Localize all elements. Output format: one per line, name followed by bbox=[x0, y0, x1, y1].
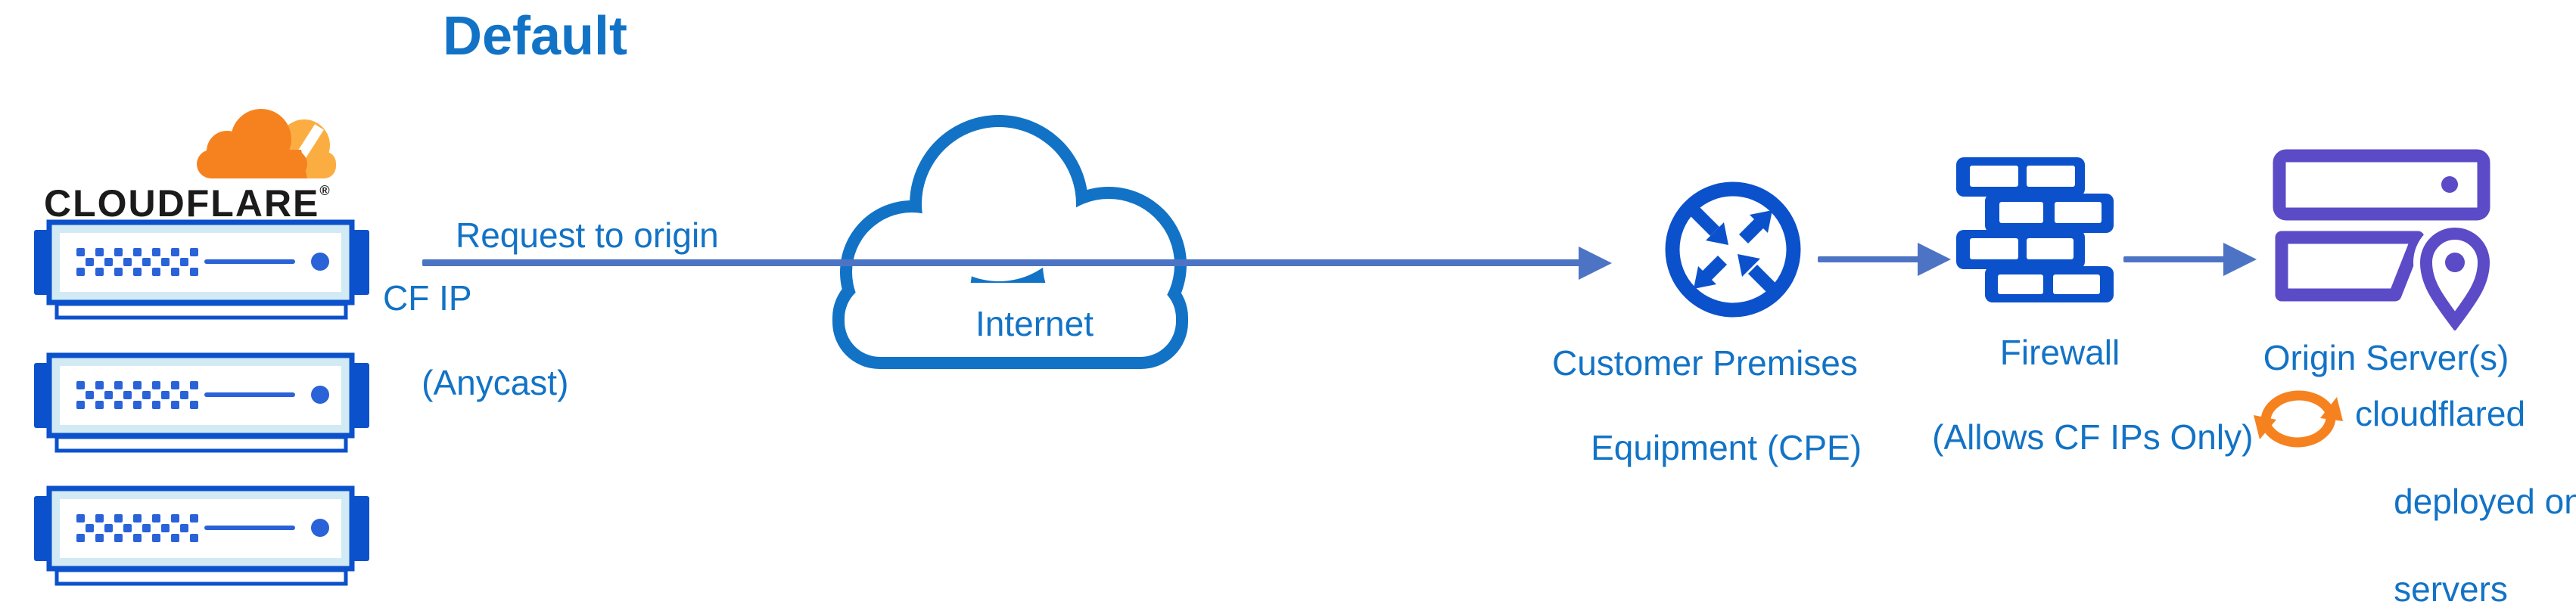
internet-cloud-icon bbox=[832, 115, 1188, 369]
firewall-label-line1: Firewall bbox=[1999, 333, 2120, 372]
cloudflared-note-line1: cloudflared bbox=[2355, 394, 2526, 433]
firewall-brick-icon bbox=[1956, 157, 2114, 302]
request-arrow-line bbox=[422, 259, 1582, 266]
diagram-title: Default bbox=[443, 6, 628, 67]
cpe-label-line2: Equipment (CPE) bbox=[1591, 428, 1862, 467]
location-pin-icon bbox=[2419, 228, 2490, 330]
cpe-router-icon bbox=[1665, 181, 1801, 318]
request-arrowhead bbox=[1579, 247, 1612, 280]
sync-icon bbox=[2254, 390, 2343, 448]
cloudflare-wordmark-text: CLOUDFLARE bbox=[44, 182, 320, 225]
cloudflare-server-icon bbox=[34, 352, 369, 454]
firewall-to-origin-arrowhead bbox=[2223, 243, 2257, 276]
cpe-label-line1: Customer Premises bbox=[1552, 343, 1858, 383]
firewall-label-line2: (Allows CF IPs Only) bbox=[1932, 417, 2254, 457]
internet-label: Internet bbox=[975, 304, 1094, 343]
firewall-label: Firewall (Allows CF IPs Only) bbox=[1893, 331, 2253, 458]
origin-server-label: Origin Server(s) bbox=[2263, 338, 2509, 377]
cloudflared-note-line3: servers bbox=[2394, 569, 2508, 609]
cf-ip-line1: CF IP bbox=[383, 278, 472, 318]
cloudflared-note-line2: deployed on bbox=[2394, 482, 2576, 521]
cloudflared-note: cloudflared deployed on servers bbox=[2355, 392, 2576, 611]
cpe-label: Customer Premises Equipment (CPE) bbox=[1552, 342, 1862, 469]
cloudflare-wordmark: CLOUDFLARE® bbox=[44, 181, 330, 225]
registered-mark: ® bbox=[319, 183, 330, 198]
cf-ip-line2: (Anycast) bbox=[422, 363, 569, 402]
request-arrow-label: Request to origin bbox=[456, 216, 719, 255]
origin-server-icon bbox=[2273, 149, 2494, 330]
cpe-to-firewall-arrowhead bbox=[1918, 243, 1951, 276]
cloudflare-server-icon bbox=[34, 485, 369, 588]
cpe-to-firewall-line bbox=[1818, 256, 1921, 262]
cloudflare-server-icon bbox=[34, 219, 369, 321]
cloudflare-logo-cloud-icon bbox=[197, 109, 336, 183]
firewall-to-origin-line bbox=[2123, 256, 2226, 262]
cf-ip-anycast-label: CF IP (Anycast) bbox=[383, 277, 568, 404]
